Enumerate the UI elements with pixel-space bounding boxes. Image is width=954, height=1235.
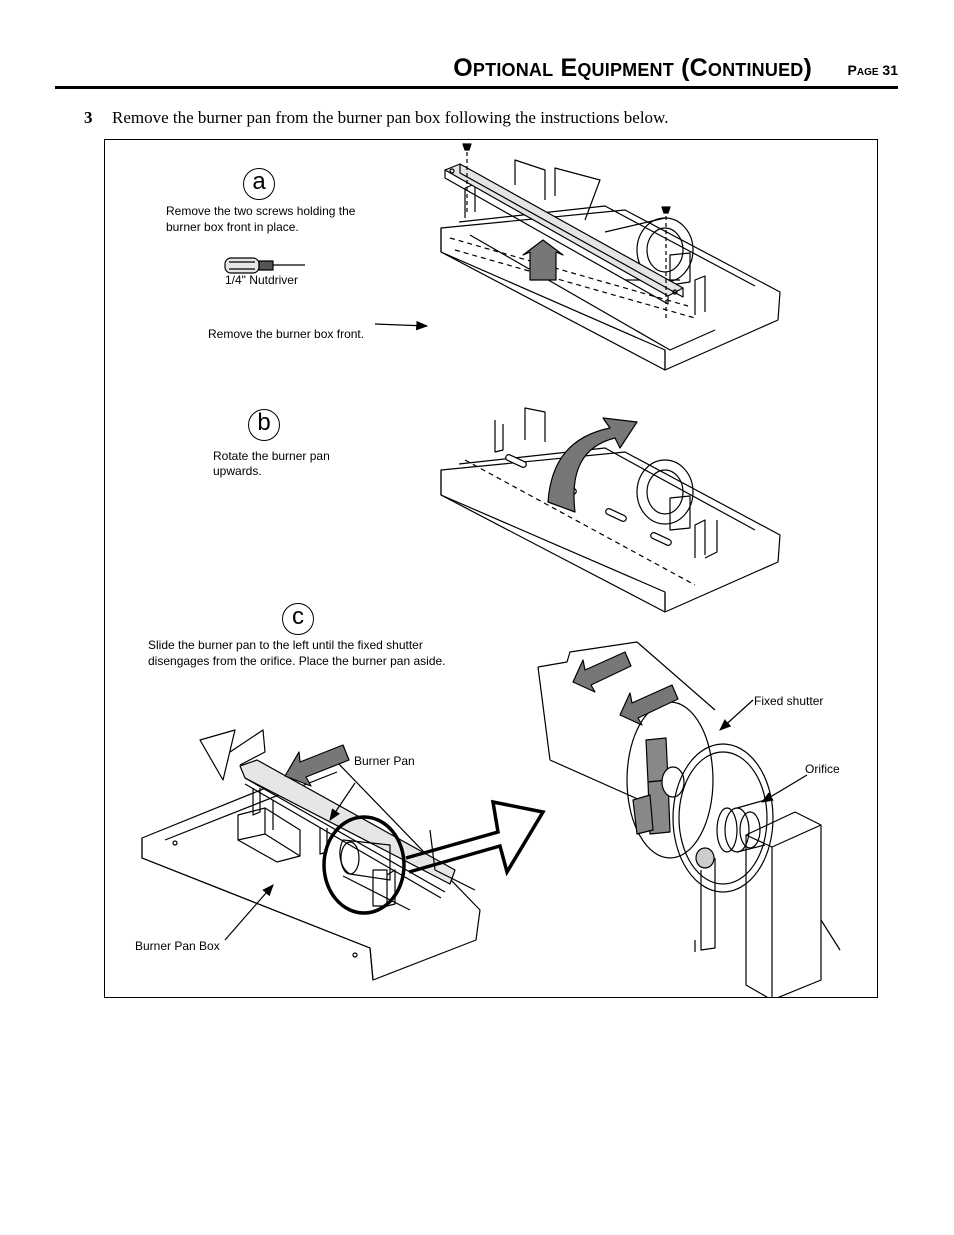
- step-marker-c: c: [282, 603, 314, 635]
- step-c-text-1: Slide the burner pan to the left until t…: [148, 638, 423, 652]
- box-drawing-b: [440, 407, 781, 613]
- box-drawing-c: [141, 729, 546, 981]
- fixed-shutter-label: Fixed shutter: [754, 694, 824, 708]
- page-title: Optional Equipment (Continued): [453, 54, 812, 82]
- step-b-text-2: upwards.: [213, 464, 262, 478]
- step-number: 3: [84, 108, 93, 127]
- step-marker-a: a: [243, 168, 275, 200]
- step-instruction: 3 Remove the burner pan from the burner p…: [84, 108, 668, 128]
- burner-pan-label: Burner Pan: [354, 754, 415, 768]
- step-a-text-2: burner box front in place.: [166, 220, 299, 234]
- shutter-detail: [537, 641, 841, 997]
- burner-pan-box-label: Burner Pan Box: [135, 939, 220, 953]
- nutdriver-label: 1/4" Nutdriver: [225, 273, 298, 287]
- page-number: Page 31: [847, 62, 898, 78]
- box-drawing-a: [224, 143, 781, 371]
- step-text: Remove the burner pan from the burner pa…: [112, 108, 669, 127]
- step-marker-b: b: [248, 409, 280, 441]
- figure-illustrations: [141, 143, 841, 997]
- page-header: Optional Equipment (Continued) Page 31: [55, 50, 898, 89]
- step-c-text-2: disengages from the orifice. Place the b…: [148, 654, 446, 668]
- step-b-text-1: Rotate the burner pan: [213, 449, 330, 463]
- step-a-text-1: Remove the two screws holding the: [166, 204, 356, 218]
- orifice-label: Orifice: [805, 762, 840, 776]
- instruction-figure: a Remove the two screws holding the burn…: [104, 139, 878, 998]
- remove-front-label: Remove the burner box front.: [208, 327, 365, 341]
